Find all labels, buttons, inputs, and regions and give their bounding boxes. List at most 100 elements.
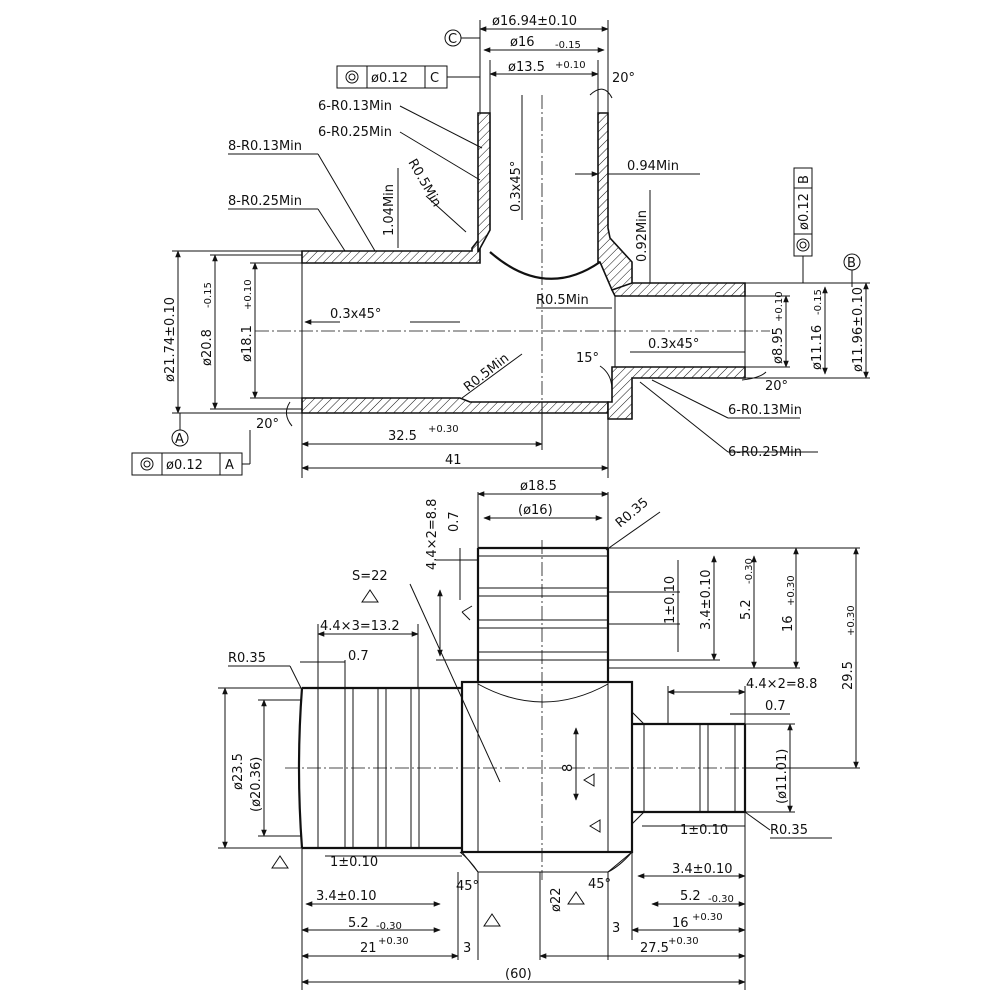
dim-r035-top: R0.35 xyxy=(613,495,652,531)
dim-chamfer-main: 0.3x45° xyxy=(330,307,381,322)
dim-gap-3-left: 3 xyxy=(463,941,471,956)
main-top-wall xyxy=(301,235,481,264)
dim-left-21: 21 xyxy=(360,941,377,956)
dim-left-52: 5.2 xyxy=(348,916,369,931)
top-branch-outline xyxy=(476,546,610,703)
frame-a-tolerance: ø0.12 xyxy=(166,458,203,473)
frame-a: ø0.12 A xyxy=(131,430,251,476)
dim-top-34: 3.4±0.10 xyxy=(699,569,714,630)
dim-r013-branch: 6-R0.13Min xyxy=(318,99,392,114)
outlet-bottom-wall xyxy=(607,366,746,420)
frame-a-datum: A xyxy=(225,458,234,473)
dim-main-id: ø18.1 xyxy=(240,325,255,362)
branch-left-wall xyxy=(477,112,491,253)
dim-left-od: ø23.5 xyxy=(231,753,246,790)
dim-dia-22: ø22 xyxy=(549,888,564,913)
dim-top-52: 5.2 xyxy=(739,599,754,620)
frame-c-datum: C xyxy=(430,71,439,86)
outlet-top-wall xyxy=(610,282,746,297)
dim-left-52-tol: -0.30 xyxy=(376,921,402,932)
dim-angle-45-left: 45° xyxy=(456,879,479,894)
dim-right-1: 1±0.10 xyxy=(680,823,728,838)
dim-left-34: 3.4±0.10 xyxy=(316,889,377,904)
dim-r05-branch: R0.5Min xyxy=(405,157,444,210)
dim-top-od: ø18.5 xyxy=(520,479,557,494)
dim-wall-104: 1.04Min xyxy=(382,184,397,236)
dim-r025-branch: 6-R0.25Min xyxy=(318,125,392,140)
frame-b-tolerance: ø0.12 xyxy=(797,193,812,230)
dim-length-41: 41 xyxy=(445,453,462,468)
dim-r013-outlet: 6-R0.13Min xyxy=(728,403,802,418)
dim-r013-main: 8-R0.13Min xyxy=(228,139,302,154)
datum-b-label: B xyxy=(847,256,856,271)
main-bottom-wall xyxy=(301,397,609,414)
dim-top-16-tol: +0.30 xyxy=(786,575,797,606)
dim-gap-3-right: 3 xyxy=(612,921,620,936)
frame-c: ø0.12 C xyxy=(336,65,480,89)
dim-right-16: 16 xyxy=(672,916,689,931)
dim-outlet-od-tol: -0.15 xyxy=(813,289,824,315)
dim-rib-left: 0.7 xyxy=(348,649,369,664)
dim-hex-s22: S=22 xyxy=(352,569,388,584)
dim-branch-id: ø13.5 xyxy=(508,60,545,75)
dim-total-60: (60) xyxy=(505,967,532,982)
dim-outlet-od: ø11.16 xyxy=(810,325,825,370)
dim-angle-main: 20° xyxy=(256,417,279,432)
dim-wall-094: 0.94Min xyxy=(627,159,679,174)
dim-r025-main: 8-R0.25Min xyxy=(228,194,302,209)
dim-rib-right: 0.7 xyxy=(765,699,786,714)
dim-left-1: 1±0.10 xyxy=(330,855,378,870)
dim-top-1: 1±0.10 xyxy=(663,576,678,624)
dim-r05-outlet: R0.5Min xyxy=(536,293,589,308)
dim-right-34: 3.4±0.10 xyxy=(672,862,733,877)
frame-c-tolerance: ø0.12 xyxy=(371,71,408,86)
dim-outlet-outer: ø11.96±0.10 xyxy=(851,287,866,372)
dim-main-outer: ø21.74±0.10 xyxy=(163,297,178,382)
dim-branch-od: ø16 xyxy=(510,35,535,50)
dim-angle-45-right: 45° xyxy=(588,877,611,892)
dim-right-52-tol: -0.30 xyxy=(708,894,734,905)
dim-r035-left: R0.35 xyxy=(228,651,266,666)
dim-right-16-tol: +0.30 xyxy=(692,912,723,923)
dim-left-21-tol: +0.30 xyxy=(378,936,409,947)
dim-height-295-tol: +0.30 xyxy=(846,605,857,636)
dim-chamfer-outlet: 0.3x45° xyxy=(648,337,699,352)
dim-pitch-left: 4.4×3=13.2 xyxy=(320,619,400,634)
dim-top-ref: (ø16) xyxy=(518,503,553,518)
dim-center-8: 8 xyxy=(561,764,576,772)
dim-outlet-id: ø8.95 xyxy=(771,327,786,364)
dim-branch-outer: ø16.94±0.10 xyxy=(492,14,577,29)
frame-b: ø0.12 B xyxy=(793,167,813,283)
dim-main-od-tol: -0.15 xyxy=(203,282,214,308)
dim-pitch-right: 4.4×2=8.8 xyxy=(746,677,817,692)
bottom-exterior-view: ø18.5 (ø16) R0.35 4.4×2=8.8 0.7 1±0.10 3… xyxy=(218,479,860,990)
dim-angle-outlet: 20° xyxy=(765,379,788,394)
dim-rib-top: 0.7 xyxy=(447,511,462,532)
branch-bore-curve xyxy=(489,251,601,280)
dim-right-275-tol: +0.30 xyxy=(668,936,699,947)
dim-right-275: 27.5 xyxy=(640,941,669,956)
dim-length-325-tol: +0.30 xyxy=(428,424,459,435)
angle-arc-branch xyxy=(589,88,613,99)
dim-r05-main: R0.5Min xyxy=(461,351,512,395)
dim-pitch-top: 4.4×2=8.8 xyxy=(425,499,440,570)
dim-r035-right: R0.35 xyxy=(770,823,808,838)
dim-branch-od-tol: -0.15 xyxy=(555,40,581,51)
dim-right-52: 5.2 xyxy=(680,889,701,904)
datum-a-label: A xyxy=(175,432,184,447)
dim-top-16: 16 xyxy=(781,615,796,632)
dim-main-od: ø20.8 xyxy=(200,329,215,366)
datum-b-symbol: B xyxy=(843,253,861,287)
datum-c-symbol: C xyxy=(444,29,480,47)
hex-body-outline xyxy=(460,680,634,873)
dim-chamfer-branch: 0.3x45° xyxy=(509,161,524,212)
dim-branch-id-tol: +0.10 xyxy=(555,60,586,71)
dim-main-id-tol: +0.10 xyxy=(243,279,254,310)
left-pipe-outline xyxy=(297,686,462,850)
dim-outlet-id-tol: +0.10 xyxy=(774,291,785,322)
datum-c-label: C xyxy=(448,32,457,47)
dim-height-295: 29.5 xyxy=(841,661,856,690)
dim-r025-outlet: 6-R0.25Min xyxy=(728,445,802,460)
top-section-view: C ø16.94±0.10 ø16 -0.15 ø13.5 +0.10 ø0.1… xyxy=(131,14,870,478)
